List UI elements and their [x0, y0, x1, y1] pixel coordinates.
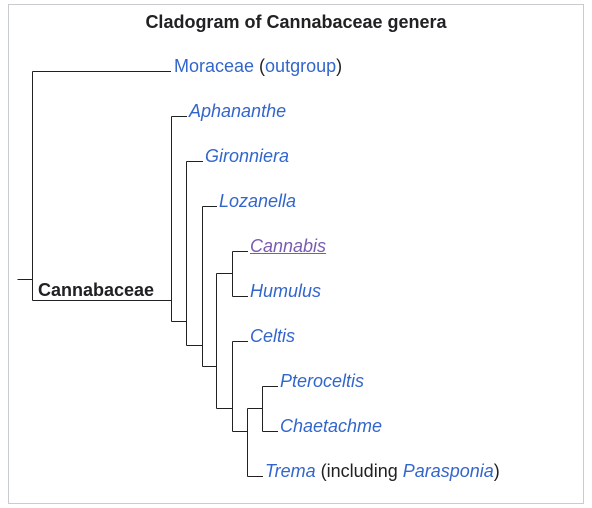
gironniera-link[interactable]: Gironniera — [205, 146, 290, 166]
trema-close-paren: ) — [493, 461, 500, 481]
leaf-moraceae: Moraceae(outgroup) — [174, 55, 342, 77]
leaf-chaetachme: Chaetachme — [280, 415, 382, 437]
moraceae-open-paren: ( — [259, 56, 266, 76]
leaf-cannabis: Cannabis — [250, 235, 326, 257]
outgroup-link[interactable]: outgroup — [265, 56, 337, 76]
moraceae-close-paren: ) — [336, 56, 343, 76]
celtis-link[interactable]: Celtis — [250, 326, 296, 346]
cladogram-frame — [8, 4, 584, 504]
chaetachme-link[interactable]: Chaetachme — [280, 416, 383, 436]
lozanella-link[interactable]: Lozanella — [219, 191, 297, 211]
trema-link[interactable]: Trema — [265, 461, 316, 481]
leaf-gironniera: Gironniera — [205, 145, 289, 167]
leaf-pteroceltis: Pteroceltis — [280, 370, 364, 392]
leaf-lozanella: Lozanella — [219, 190, 296, 212]
leaf-trema: Trema (including Parasponia) — [265, 460, 500, 482]
aphananthe-link[interactable]: Aphananthe — [189, 101, 287, 121]
leaf-celtis: Celtis — [250, 325, 295, 347]
parasponia-link[interactable]: Parasponia — [402, 461, 494, 481]
clade-label-cannabaceae: Cannabaceae — [38, 280, 155, 300]
humulus-link[interactable]: Humulus — [250, 281, 322, 301]
cannabis-link[interactable]: Cannabis — [250, 236, 327, 256]
trema-including-text: (including — [315, 461, 403, 481]
pteroceltis-link[interactable]: Pteroceltis — [280, 371, 365, 391]
leaf-aphananthe: Aphananthe — [189, 100, 286, 122]
cladogram-title: Cladogram of Cannabaceae genera — [145, 12, 447, 32]
moraceae-link[interactable]: Moraceae — [174, 56, 255, 76]
leaf-humulus: Humulus — [250, 280, 321, 302]
